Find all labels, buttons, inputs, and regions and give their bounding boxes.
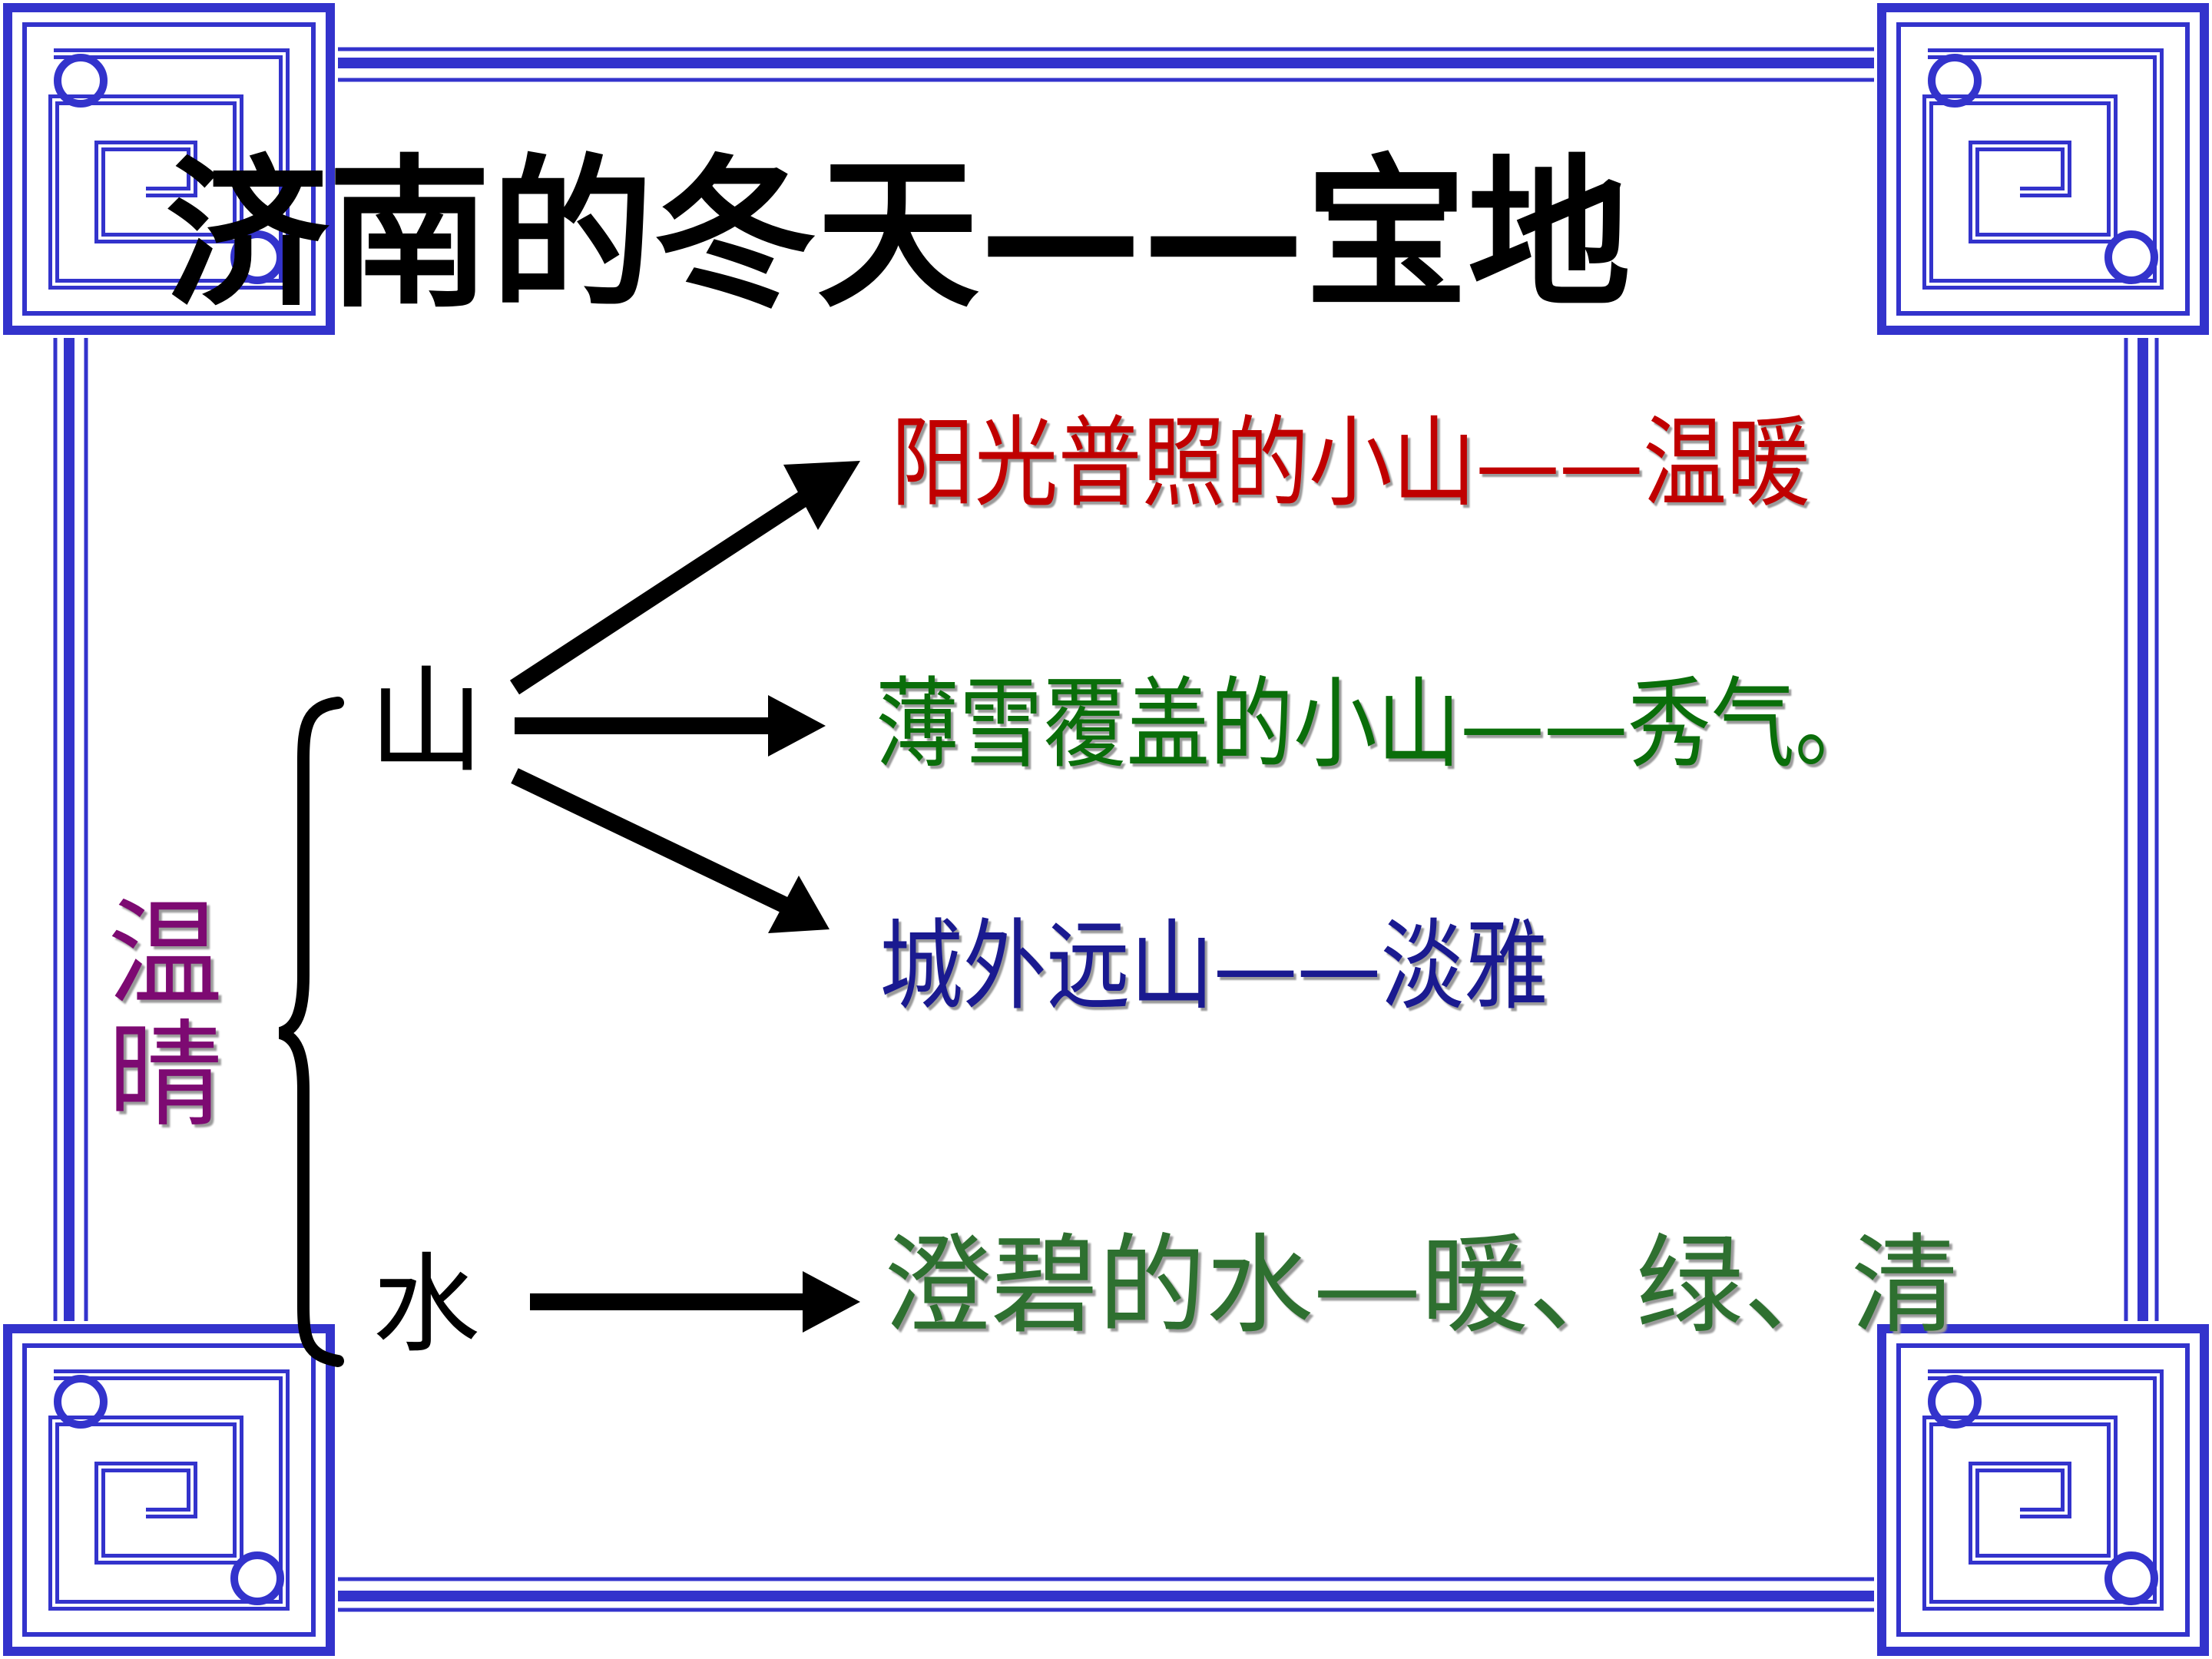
node-mountain: 山 [369, 655, 485, 789]
branch-sunlit-hill: 阳光普照的小山——温暖 [891, 406, 1810, 521]
corner-fret-ornament [1874, 0, 2212, 338]
page-title: 济南的冬天——宝地 [165, 140, 1631, 329]
curly-brace [278, 697, 344, 1367]
node-water: 水 [373, 1243, 481, 1368]
arrow [515, 695, 826, 757]
side-label: 温晴 [108, 888, 224, 1143]
arrow [509, 461, 860, 695]
corner-fret-ornament [1874, 1321, 2212, 1659]
corner-fret-ornament [0, 0, 338, 338]
arrow [530, 1271, 860, 1333]
branch-snow-hill: 薄雪覆盖的小山——秀气。 [876, 667, 1879, 782]
branch-water: 澄碧的水—暖、绿、清 [883, 1224, 1959, 1349]
corner-fret-ornament [0, 1321, 338, 1659]
arrow [511, 768, 830, 933]
branch-distant-hill: 城外远山——淡雅 [879, 909, 1548, 1024]
frame-border [53, 47, 2159, 1612]
